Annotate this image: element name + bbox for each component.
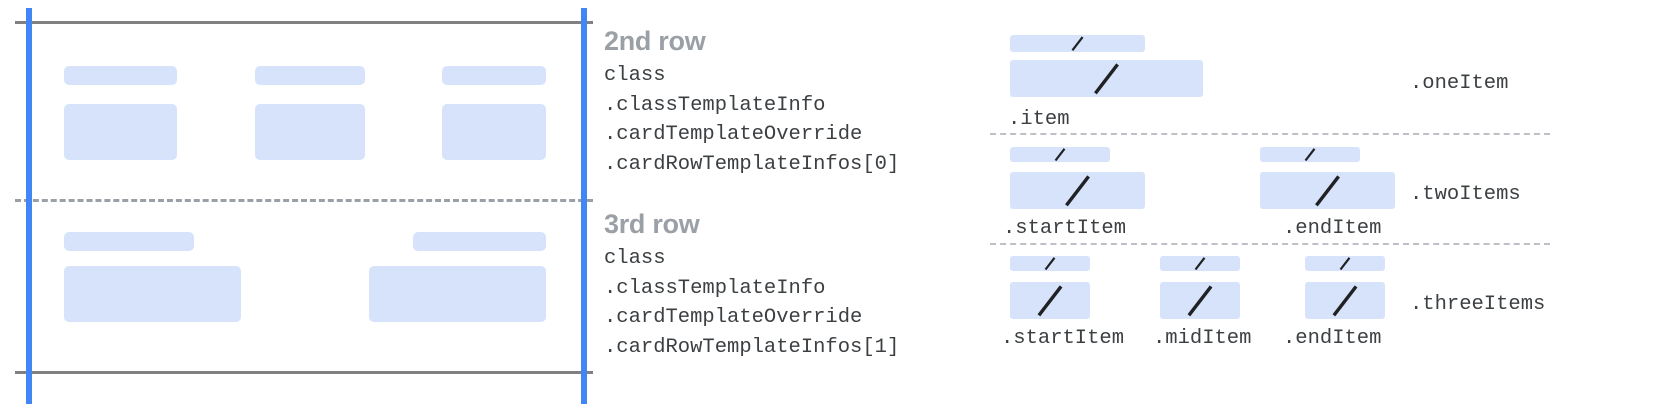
right-blue-guide	[581, 8, 587, 404]
three-items-mid-cell-big-box	[1160, 282, 1240, 319]
second-row-line-2: .classTemplateInfo	[604, 93, 826, 117]
second-row-line-1: class	[604, 64, 666, 87]
two-items-end-cell-small-box	[1260, 147, 1360, 162]
row1-col2-body-box	[255, 104, 365, 160]
three-items-start-cell-caption: .startItem	[1001, 327, 1125, 350]
row2-col2-body-box	[369, 266, 546, 322]
row-divider-dashed-rule	[15, 199, 593, 202]
left-blue-guide	[26, 8, 32, 404]
row1-col1-label-bar	[64, 66, 177, 85]
card-row-layout-preview	[0, 0, 600, 412]
two-items-start-cell-big-box	[1010, 172, 1145, 209]
third-row-line-2: .classTemplateInfo	[604, 276, 826, 300]
two-items-end-cell-big-box	[1260, 172, 1395, 209]
two-items-end-cell-caption: .endItem	[1283, 217, 1382, 240]
three-items-end-cell-small-box	[1305, 256, 1385, 271]
one-item-cell-big-box	[1010, 60, 1203, 97]
two-three-divider	[990, 243, 1550, 245]
three-items-end-cell-big-box	[1305, 282, 1385, 319]
one-item-cell-small-box	[1010, 35, 1145, 52]
three-items-start-cell-big-box	[1010, 282, 1090, 319]
three-items-variant-label: .threeItems	[1410, 293, 1546, 316]
three-items-start-cell-small-box	[1010, 256, 1090, 271]
one-two-divider	[990, 133, 1550, 135]
three-items-mid-cell-small-box	[1160, 256, 1240, 271]
second-row-line-4: .cardRowTemplateInfos[0]	[604, 152, 900, 176]
row1-col2-label-bar	[255, 66, 365, 85]
two-items-start-cell-small-box	[1010, 147, 1110, 162]
three-items-mid-cell-caption: .midItem	[1153, 327, 1252, 350]
third-row-line-1: class	[604, 247, 666, 270]
row2-col1-label-bar	[64, 232, 194, 251]
row2-col2-label-bar	[413, 232, 546, 251]
row1-col3-body-box	[442, 104, 546, 160]
row1-col1-body-box	[64, 104, 177, 160]
third-row-description: 3rd row class .classTemplateInfo .cardTe…	[604, 207, 944, 362]
row-variant-legend: .oneItem .item .twoItems .startItem .endItem…	[985, 0, 1676, 412]
row2-col1-body-box	[64, 266, 241, 322]
third-row-title: 3rd row	[604, 209, 700, 239]
top-solid-rule	[15, 21, 593, 24]
second-row-line-3: .cardTemplateOverride	[604, 123, 863, 146]
two-items-start-cell-caption: .startItem	[1003, 217, 1127, 240]
row1-col3-label-bar	[442, 66, 546, 85]
second-row-title: 2nd row	[604, 26, 706, 56]
second-row-description: 2nd row class .classTemplateInfo .cardTe…	[604, 24, 944, 179]
third-row-line-4: .cardRowTemplateInfos[1]	[604, 335, 900, 359]
third-row-line-3: .cardTemplateOverride	[604, 306, 863, 329]
two-items-variant-label: .twoItems	[1410, 183, 1521, 206]
bottom-solid-rule	[15, 371, 593, 374]
one-item-variant-label: .oneItem	[1410, 72, 1509, 95]
three-items-end-cell-caption: .endItem	[1283, 327, 1382, 350]
one-item-cell-caption: .item	[1008, 108, 1070, 131]
